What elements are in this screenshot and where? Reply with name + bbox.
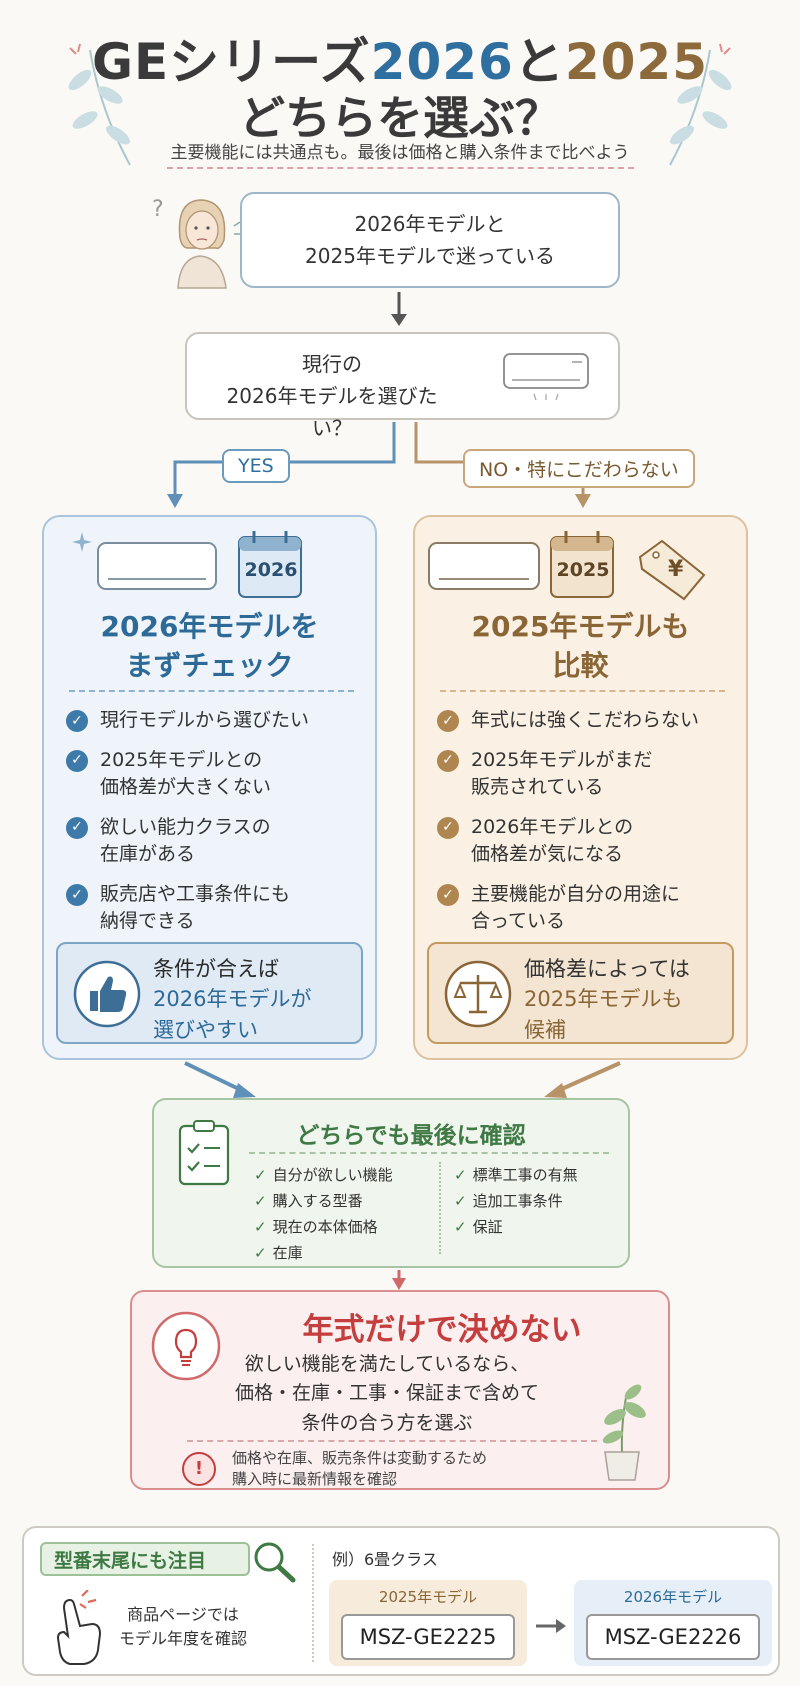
list-item: ✓2026年モデルとの 価格差が気になる: [437, 814, 737, 869]
leaf-decoration-left-icon: [68, 43, 131, 166]
start-text: 2026年モデルと 2025年モデルで迷っている: [305, 212, 555, 268]
title-year-2026: 2026: [370, 33, 514, 91]
check-icon: ✓: [437, 816, 459, 839]
page-title: GEシリーズ2026と2025: [0, 22, 800, 94]
svg-text:?: ?: [152, 197, 164, 222]
clipboard-checklist-icon: [178, 1120, 230, 1186]
thinking-person-icon: ?: [152, 197, 241, 289]
final-check-col1: 自分が欲しい機能 購入する型番 現在の本体価格 在庫: [254, 1162, 393, 1266]
title-connector: と: [513, 33, 565, 91]
final-check-title: どちらでも最後に確認: [296, 1123, 526, 1149]
lightbulb-icon: [151, 1311, 221, 1381]
list-item: ✓2025年モデルがまだ 販売されている: [437, 747, 737, 802]
list-item: ✓欲しい能力クラスの 在庫がある: [66, 814, 366, 869]
model-number-tip: 型番末尾にも注目 商品ページでは モデル年度を確認 例）6畳クラス 2025年モ…: [22, 1526, 780, 1676]
final-check-col2: 標準工事の有無 追加工事条件 保証: [454, 1162, 578, 1240]
advice-text: 欲しい機能を満たしているなら、 価格・在庫・工事・保証まで含めて 条件の合う方を…: [234, 1353, 539, 1434]
panel-2025-callout: 価格差によっては 2025年モデルも 候補: [427, 942, 734, 1044]
price-tag-icon: [638, 539, 706, 601]
list-item: ✓2025年モデルとの 価格差が大きくない: [66, 747, 366, 802]
model-2026-card: 2026年モデル MSZ-GE2226: [574, 1580, 772, 1666]
model-2026-label: 2026年モデル: [623, 1588, 723, 1606]
list-item: 保証: [454, 1214, 578, 1240]
potted-plant-icon: [602, 1384, 646, 1481]
check-icon: ✓: [66, 883, 88, 906]
advice-title: 年式だけで決めない: [302, 1312, 582, 1348]
air-conditioner-icon: [428, 542, 540, 590]
panel-2026: 2026 2026年モデルを まずチェック ✓現行モデルから選びたい ✓2025…: [42, 515, 377, 1060]
advice-box: 年式だけで決めない 欲しい機能を満たしているなら、 価格・在庫・工事・保証まで含…: [130, 1290, 670, 1490]
alert-icon: !: [182, 1452, 216, 1486]
check-icon: ✓: [66, 749, 88, 772]
advice-note: 価格や在庫、販売条件は変動するため 購入時に最新情報を確認: [232, 1449, 488, 1488]
panel-2026-checklist: ✓現行モデルから選びたい ✓2025年モデルとの 価格差が大きくない ✓欲しい能…: [66, 707, 366, 948]
panel-2026-title: 2026年モデルを まずチェック: [100, 610, 319, 683]
no-label: NO・特にこだわらない: [463, 449, 695, 488]
calendar-icon: [238, 531, 302, 598]
list-item: 在庫: [254, 1240, 393, 1266]
air-conditioner-icon: [97, 542, 217, 590]
list-item: ✓年式には強くこだわらない: [437, 707, 737, 735]
model-tip-text: 商品ページでは モデル年度を確認: [119, 1605, 248, 1648]
magnifier-icon: [254, 1542, 296, 1583]
panel-2026-callout: 条件が合えば 2026年モデルが 選びやすい: [56, 942, 363, 1044]
model-2026-number: MSZ-GE2226: [586, 1614, 760, 1660]
list-item: 自分が欲しい機能: [254, 1162, 393, 1188]
list-item: 購入する型番: [254, 1188, 393, 1214]
price-tag-symbol: ¥: [668, 557, 684, 582]
list-item: 現在の本体価格: [254, 1214, 393, 1240]
question-text: 現行の 2026年モデルを選びたい？: [226, 352, 438, 440]
calendar-year: 2025: [556, 559, 610, 581]
air-conditioner-icon: [503, 353, 589, 401]
check-icon: ✓: [437, 883, 459, 906]
example-label: 例）6畳クラス: [332, 1550, 438, 1569]
final-check-box: どちらでも最後に確認 自分が欲しい機能 購入する型番 現在の本体価格 在庫 標準…: [152, 1098, 630, 1268]
model-2025-number: MSZ-GE2225: [341, 1614, 515, 1660]
divider: [69, 690, 354, 692]
check-icon: ✓: [437, 710, 459, 732]
divider: [187, 1440, 597, 1442]
list-item: ✓主要機能が自分の用途に 合っている: [437, 881, 737, 936]
thumbs-up-icon: [73, 960, 141, 1028]
check-icon: ✓: [437, 749, 459, 772]
panel-2026-callout-text: 条件が合えば 2026年モデルが 選びやすい: [153, 957, 312, 1042]
title-prefix: GEシリーズ: [91, 33, 371, 91]
divider: [440, 690, 725, 692]
page-title-line2: どちらを選ぶ？: [239, 91, 561, 145]
panel-2025-title: 2025年モデルも 比較: [471, 610, 690, 683]
arrow-right-icon: [536, 1619, 566, 1633]
model-2025-card: 2025年モデル MSZ-GE2225: [329, 1580, 527, 1666]
leaf-decoration-right-icon: [669, 43, 732, 166]
panel-2025-checklist: ✓年式には強くこだわらない ✓2025年モデルがまだ 販売されている ✓2026…: [437, 707, 737, 948]
check-icon: ✓: [66, 816, 88, 839]
list-item: 標準工事の有無: [454, 1162, 578, 1188]
question-box: 現行の 2026年モデルを選びたい？: [185, 332, 620, 440]
model-2025-label: 2025年モデル: [378, 1588, 478, 1606]
page-subtitle: 主要機能には共通点も。最後は価格と購入条件まで比べよう: [0, 138, 800, 169]
yes-label: YES: [222, 449, 290, 483]
divider: [249, 1152, 609, 1154]
column-divider: [312, 1544, 314, 1662]
panel-2025-callout-text: 価格差によっては 2025年モデルも 候補: [524, 957, 690, 1042]
check-icon: ✓: [66, 710, 88, 732]
list-item: ✓販売店や工事条件にも 納得できる: [66, 881, 366, 936]
calendar-icon: [550, 531, 614, 598]
balance-scale-icon: [444, 960, 512, 1028]
sparkle-icon: [72, 532, 92, 552]
column-divider: [439, 1162, 441, 1254]
calendar-year: 2026: [244, 559, 298, 581]
title-year-2025: 2025: [564, 33, 709, 91]
list-item: 追加工事条件: [454, 1188, 578, 1214]
model-tip-tag: 型番末尾にも注目: [40, 1542, 250, 1576]
list-item: ✓現行モデルから選びたい: [66, 707, 366, 735]
pointing-hand-icon: [56, 1590, 102, 1665]
panel-2025: 2025 ¥ 2025年モデルも 比較 ✓年式には強くこだわらない ✓2025年…: [413, 515, 748, 1060]
start-box: 2026年モデルと 2025年モデルで迷っている: [240, 192, 620, 288]
